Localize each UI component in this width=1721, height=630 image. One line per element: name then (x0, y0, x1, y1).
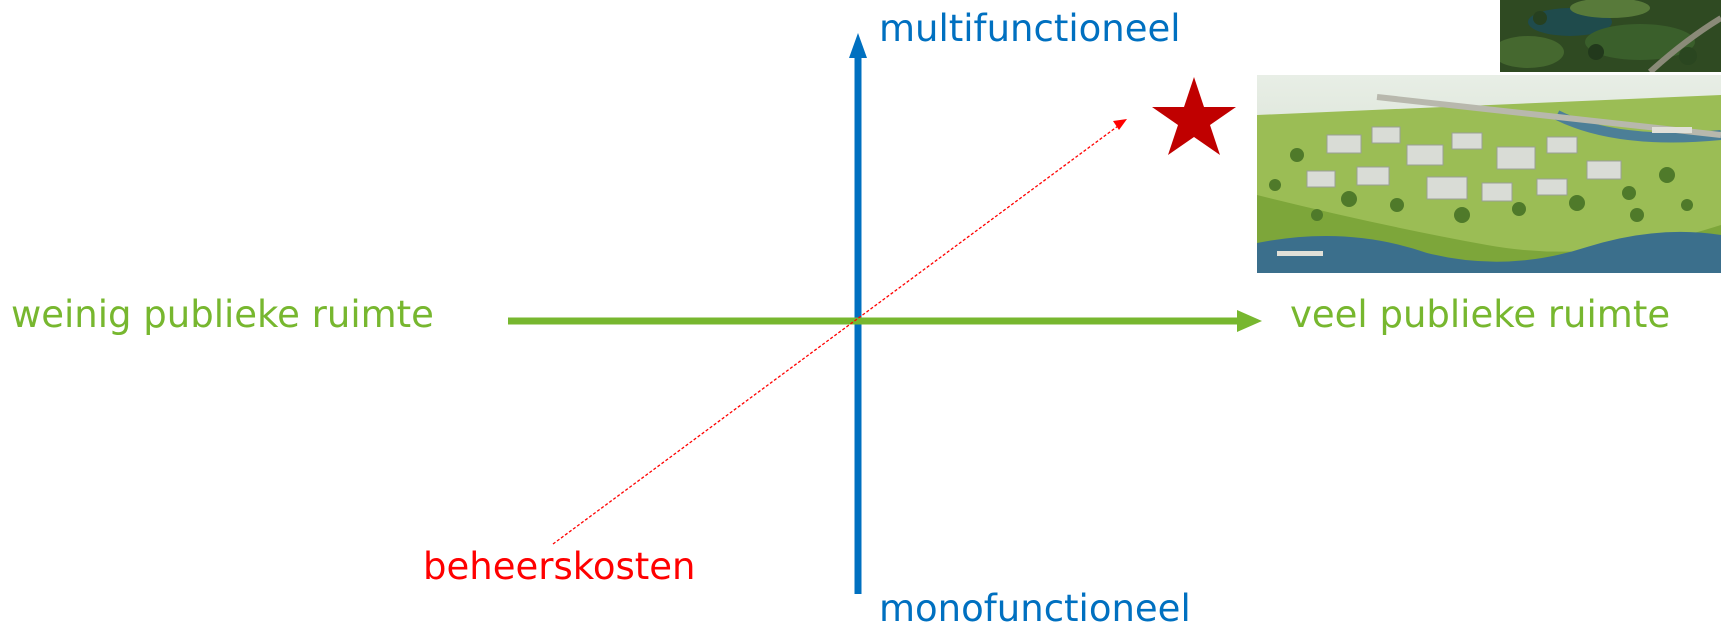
annotation-label: beheerskosten (423, 545, 696, 588)
vertical-axis-top-label: multifunctioneel (879, 7, 1181, 50)
aerial-green-campus-photo (1257, 75, 1721, 273)
aerial-forest-lake-photo (1500, 0, 1721, 72)
horizontal-axis-arrowhead (1237, 310, 1262, 332)
vertical-axis-arrowhead (849, 33, 867, 58)
star-icon (1152, 77, 1236, 155)
vertical-axis-bottom-label: monofunctioneel (879, 587, 1191, 630)
horizontal-axis-right-label: veel publieke ruimte (1290, 293, 1671, 336)
horizontal-axis-left-label: weinig publieke ruimte (11, 293, 434, 336)
cost-trend-arrowhead (1113, 119, 1127, 130)
cost-trend-arrow (552, 125, 1119, 545)
